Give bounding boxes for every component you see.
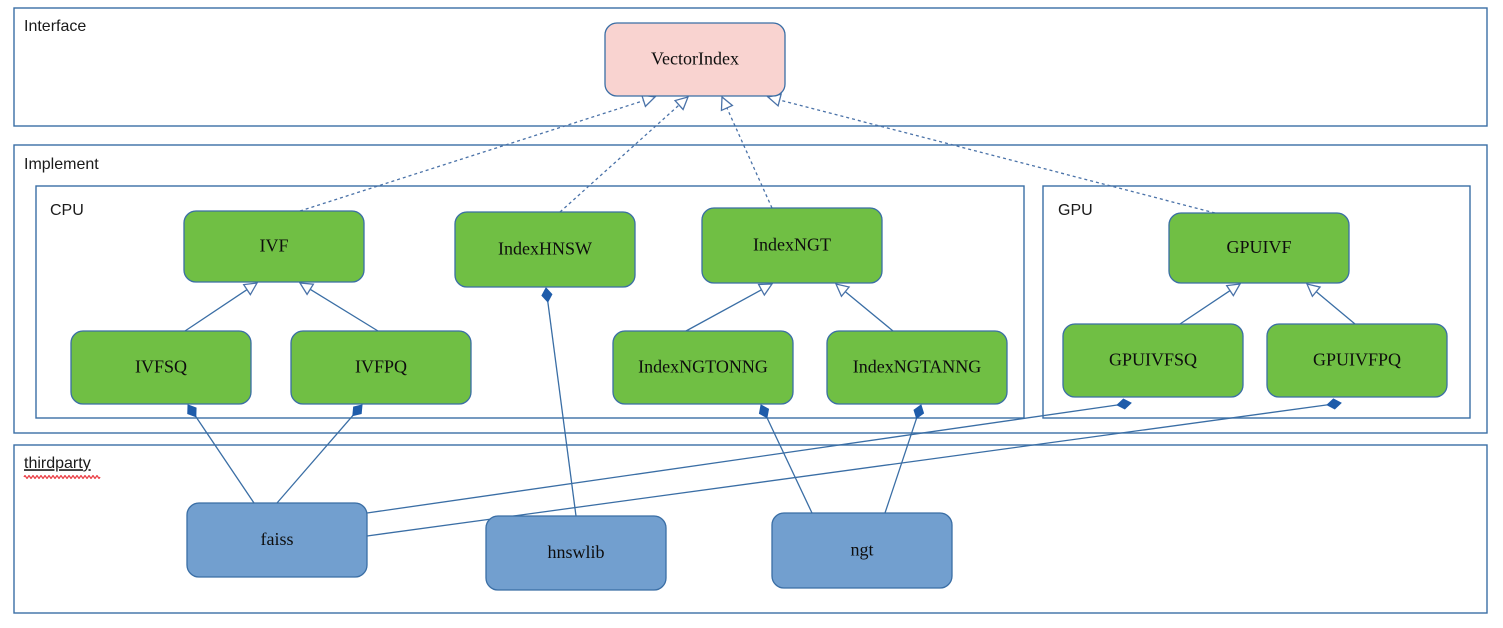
node-vectorindex[interactable]: VectorIndex (604, 22, 786, 97)
marker-filled-diamond-faiss-ivfpq (352, 404, 363, 417)
edge-line-indexngtonng-indexngt (685, 288, 763, 332)
node-label-gpuivfsq: GPUIVFSQ (1109, 350, 1197, 370)
container-label-gpu: GPU (1058, 202, 1093, 219)
edge-line-faiss-ivfpq (276, 414, 354, 504)
marker-filled-diamond-faiss-ivfsq (187, 404, 197, 418)
edge-gpuivfpq-gpuivf (1305, 283, 1356, 325)
marker-filled-diamond-faiss-gpuivfpq (1326, 398, 1342, 410)
node-box-indexngtonng[interactable] (612, 330, 794, 405)
node-indexngt[interactable]: IndexNGT (701, 207, 883, 284)
node-indexngtonng[interactable]: IndexNGTONNG (612, 330, 794, 405)
edge-indexngt-vectorindex (720, 95, 773, 209)
marker-filled-diamond-faiss-gpuivfsq (1116, 398, 1132, 410)
node-box-vectorindex[interactable] (604, 22, 786, 97)
edge-ngt-indexngtanng (884, 404, 925, 514)
node-box-faiss[interactable] (186, 502, 368, 578)
edge-line-faiss-gpuivfpq (366, 404, 1329, 537)
marker-hollow-triangle-gpuivfpq-gpuivf (1305, 283, 1322, 298)
marker-hollow-triangle-ivfpq-ivf (298, 282, 315, 296)
marker-filled-diamond-ngt-indexngtanng (913, 404, 925, 420)
node-box-gpuivf[interactable] (1168, 212, 1350, 284)
edge-line-ivf-vectorindex (299, 99, 645, 212)
edge-line-indexngt-vectorindex (725, 106, 773, 209)
node-label-indexngtanng: IndexNGTANNG (853, 357, 982, 377)
marker-filled-diamond-ngt-indexngtonng (758, 404, 770, 419)
node-label-indexngtonng: IndexNGTONNG (638, 357, 768, 377)
node-faiss[interactable]: faiss (186, 502, 368, 578)
node-label-faiss: faiss (261, 529, 294, 549)
node-box-ngt[interactable] (771, 512, 953, 589)
node-box-ivfpq[interactable] (290, 330, 472, 405)
marker-hollow-triangle-indexngtanng-indexngt (834, 283, 851, 298)
marker-hollow-triangle-ivfsq-ivf (242, 282, 259, 296)
spellcheck-squiggle-thirdparty (23, 475, 101, 479)
node-indexngtanng[interactable]: IndexNGTANNG (826, 330, 1008, 405)
node-label-ngt: ngt (850, 540, 873, 560)
edge-line-gpuivfsq-gpuivf (1179, 289, 1232, 325)
container-label-implement: Implement (24, 156, 99, 173)
node-ngt[interactable]: ngt (771, 512, 953, 589)
node-label-hnswlib: hnswlib (547, 542, 604, 562)
marker-filled-diamond-hnswlib-indexhnsw (541, 287, 553, 303)
edge-indexngtonng-indexngt (685, 283, 774, 332)
node-gpuivfpq[interactable]: GPUIVFPQ (1266, 323, 1448, 398)
node-hnswlib[interactable]: hnswlib (485, 515, 667, 591)
node-ivfsq[interactable]: IVFSQ (70, 330, 252, 405)
edge-line-ivfsq-ivf (184, 288, 249, 332)
node-gpuivfsq[interactable]: GPUIVFSQ (1062, 323, 1244, 398)
edge-faiss-gpuivfsq (366, 398, 1132, 514)
edge-line-hnswlib-indexhnsw (547, 300, 577, 517)
node-box-ivf[interactable] (183, 210, 365, 283)
marker-hollow-triangle-indexngt-vectorindex (720, 95, 734, 112)
edge-hnswlib-indexhnsw (541, 287, 577, 517)
node-box-ivfsq[interactable] (70, 330, 252, 405)
marker-hollow-triangle-gpuivfsq-gpuivf (1225, 283, 1242, 297)
node-label-indexngt: IndexNGT (753, 235, 831, 255)
node-box-gpuivfsq[interactable] (1062, 323, 1244, 398)
edge-line-indexhnsw-vectorindex (559, 103, 681, 213)
node-box-gpuivfpq[interactable] (1266, 323, 1448, 398)
node-label-vectorindex: VectorIndex (651, 49, 739, 69)
node-label-gpuivf: GPUIVF (1226, 237, 1291, 257)
node-label-gpuivfpq: GPUIVFPQ (1313, 350, 1401, 370)
node-label-ivfsq: IVFSQ (135, 357, 187, 377)
edge-line-ngt-indexngtanng (884, 417, 918, 514)
edge-line-faiss-gpuivfsq (366, 404, 1119, 514)
edge-line-ngt-indexngtonng (765, 416, 813, 514)
edge-faiss-gpuivfpq (366, 398, 1342, 537)
container-label-cpu: CPU (50, 202, 84, 219)
node-box-indexngt[interactable] (701, 207, 883, 284)
container-label-interface: Interface (24, 18, 86, 35)
edge-faiss-ivfsq (187, 404, 255, 504)
edge-ivfpq-ivf (298, 282, 379, 332)
node-box-indexhnsw[interactable] (454, 211, 636, 288)
node-label-indexhnsw: IndexHNSW (498, 239, 592, 259)
node-ivf[interactable]: IVF (183, 210, 365, 283)
edge-gpuivfsq-gpuivf (1179, 283, 1242, 325)
edge-ivfsq-ivf (184, 282, 259, 332)
node-box-hnswlib[interactable] (485, 515, 667, 591)
edge-line-ivfpq-ivf (309, 288, 379, 332)
node-gpuivf[interactable]: GPUIVF (1168, 212, 1350, 284)
container-label-thirdparty: thirdparty (24, 455, 91, 472)
edge-faiss-ivfpq (276, 404, 363, 504)
node-label-ivfpq: IVFPQ (355, 357, 407, 377)
node-box-indexngtanng[interactable] (826, 330, 1008, 405)
edge-indexngtanng-indexngt (834, 283, 894, 332)
node-ivfpq[interactable]: IVFPQ (290, 330, 472, 405)
node-indexhnsw[interactable]: IndexHNSW (454, 211, 636, 288)
edge-line-faiss-ivfsq (194, 415, 255, 504)
edge-line-gpuivfpq-gpuivf (1315, 290, 1356, 325)
edge-line-indexngtanng-indexngt (844, 290, 894, 332)
node-label-ivf: IVF (259, 236, 288, 256)
edges-layer (184, 93, 1356, 537)
marker-hollow-triangle-indexhnsw-vectorindex (673, 96, 690, 111)
edge-indexhnsw-vectorindex (559, 96, 690, 213)
marker-hollow-triangle-indexngtonng-indexngt (757, 283, 774, 297)
edge-ngt-indexngtonng (758, 404, 813, 514)
